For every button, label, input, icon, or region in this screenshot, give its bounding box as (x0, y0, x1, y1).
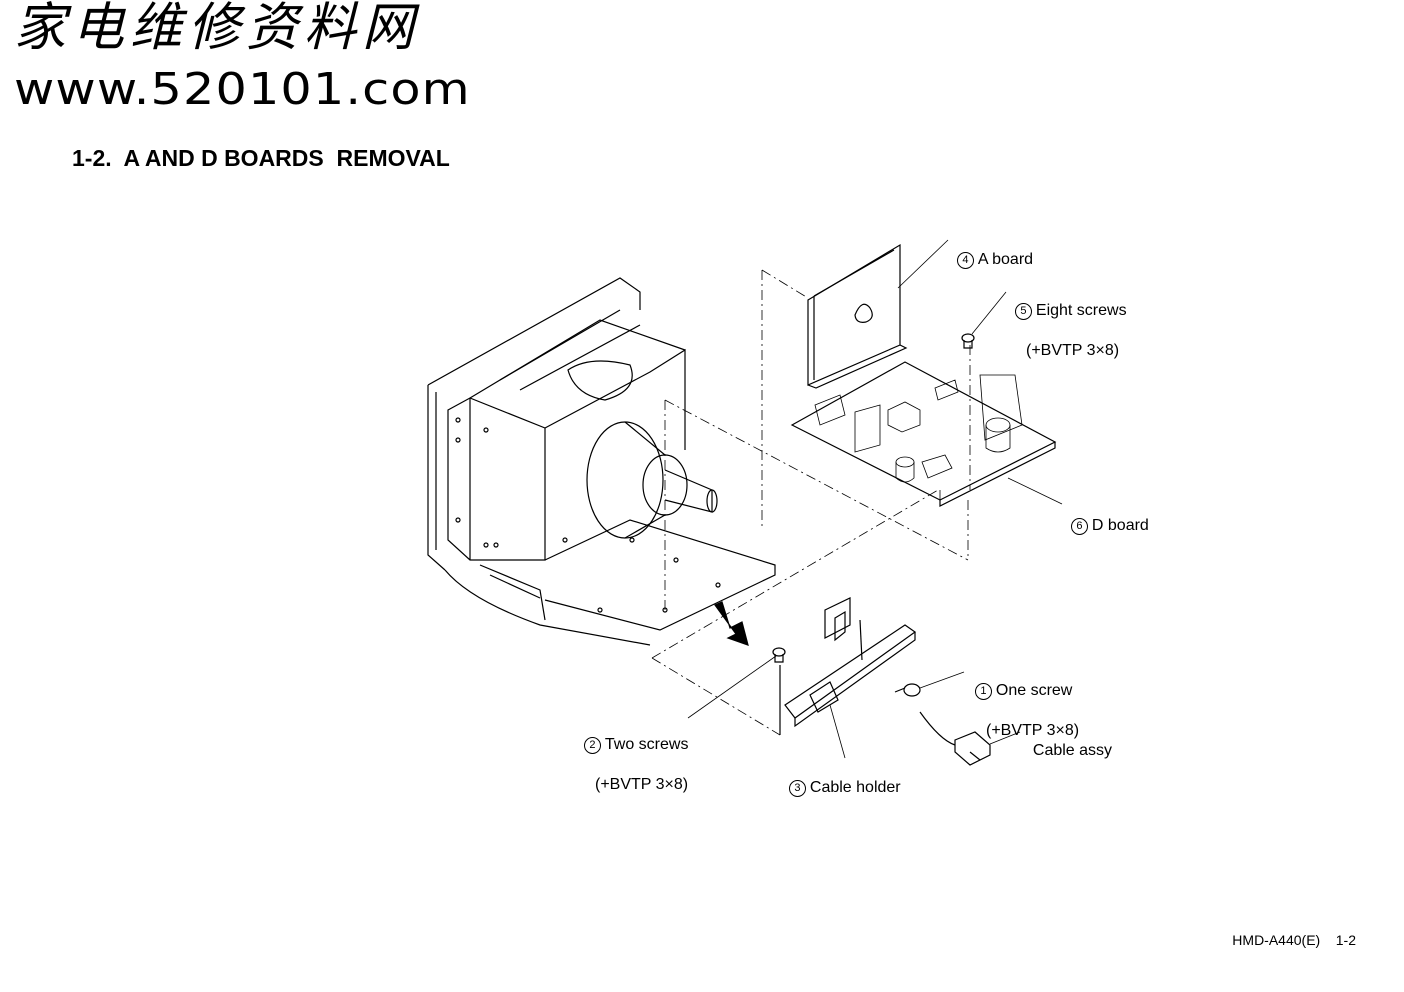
callout-number: 2 (583, 737, 601, 754)
d-board (790, 361, 1057, 507)
callout-label: Cable assy (1032, 742, 1113, 759)
callout-label: A board (977, 251, 1034, 268)
callout-spec: (+BVTP 3×8) (1026, 342, 1120, 359)
callout-cable-assy: Cable assy (1024, 721, 1112, 761)
alignment-lines (651, 269, 971, 736)
cable-assy (919, 711, 991, 766)
callout-number: 4 (956, 252, 974, 269)
leader-lines (687, 239, 1063, 759)
callout-label: One screw (995, 682, 1073, 699)
a-board (807, 243, 908, 389)
callout-label: Cable holder (809, 779, 901, 796)
watermark-chinese: 家电维修资料网 (14, 0, 421, 58)
removal-arrow (714, 601, 749, 646)
callout-spec: (+BVTP 3×8) (986, 722, 1080, 739)
callout-spec: (+BVTP 3×8) (595, 776, 689, 793)
callout-number: 5 (1014, 303, 1032, 320)
callout-label: Two screws (604, 736, 689, 753)
page-footer: HMD-A440(E) 1-2 (1232, 932, 1356, 948)
watermark-url: www.520101.com (14, 64, 471, 115)
callout-number: 3 (788, 780, 806, 797)
callout-number: 1 (974, 683, 992, 700)
screws (772, 333, 975, 697)
callout-label: Eight screws (1035, 302, 1127, 319)
page-title: 1-2. A AND D BOARDS REMOVAL (72, 145, 450, 171)
callout-number: 6 (1070, 518, 1088, 535)
monitor-chassis (427, 277, 776, 646)
cable-holder (779, 597, 917, 735)
callout-label: D board (1091, 517, 1149, 534)
